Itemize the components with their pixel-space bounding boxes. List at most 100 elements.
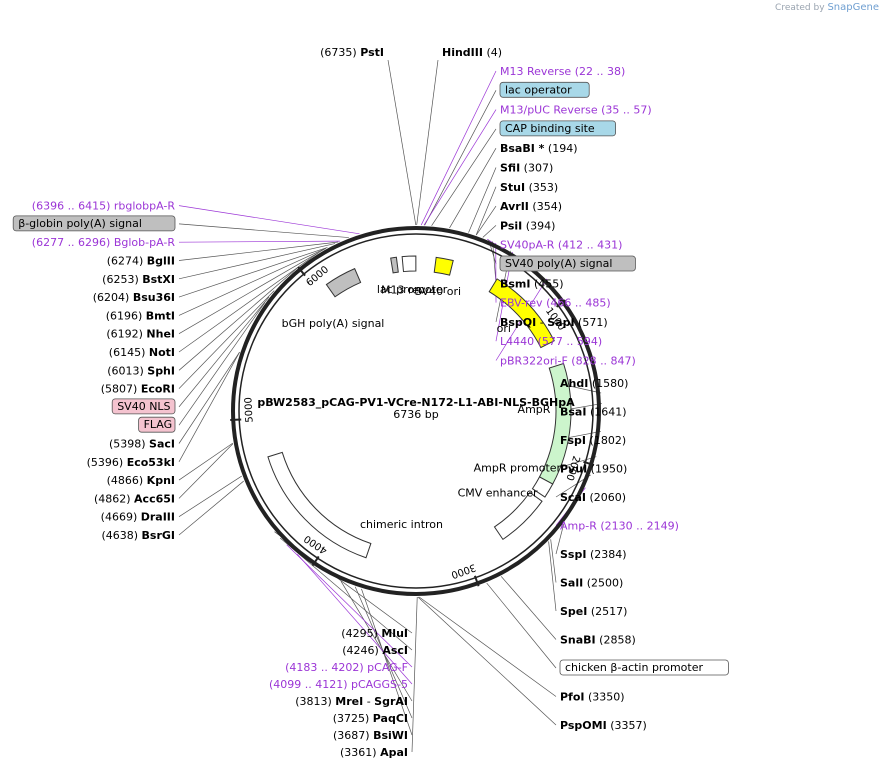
feature-lac-promoter[interactable]	[401, 255, 417, 273]
site-label[interactable]: (6253) BstXI	[102, 273, 175, 286]
site-name: SnaBI	[560, 634, 596, 647]
primer-label[interactable]: Amp-R (2130 .. 2149)	[560, 520, 679, 533]
site-label[interactable]: (6735) PstI	[320, 46, 384, 59]
feature-box-label: lac operator	[505, 83, 572, 96]
feature-bgh-poly-a-signal[interactable]	[325, 267, 362, 298]
site-label[interactable]: BsaBI * (194)	[500, 142, 578, 155]
site-label[interactable]: PsiI (394)	[500, 219, 555, 232]
site-position: (3687)	[333, 729, 370, 742]
site-name: PaqCI	[373, 712, 408, 725]
site-name: PspOMI	[560, 719, 607, 732]
feature-box[interactable]	[499, 120, 616, 137]
site-label[interactable]: (4862) Acc65I	[94, 492, 175, 505]
leader-line	[178, 252, 319, 353]
leader-line	[495, 278, 548, 361]
feature-cmv-enhancer[interactable]	[493, 491, 543, 541]
leader-line	[555, 523, 565, 555]
site-position: (1802)	[590, 434, 627, 447]
site-name: EBV-rev	[500, 297, 543, 310]
site-label[interactable]: ScaI (2060)	[560, 491, 626, 504]
site-label[interactable]: HindIII (4)	[442, 46, 502, 59]
site-label[interactable]: (5398) SacI	[109, 438, 175, 451]
primer-label[interactable]: (4099 .. 4121) pCAGGS-5	[269, 678, 408, 691]
feature-box[interactable]	[138, 416, 176, 433]
site-label[interactable]: (6145) NotI	[109, 346, 175, 359]
site-label[interactable]: (6274) BglII	[107, 255, 175, 268]
feature-box[interactable]	[499, 255, 636, 272]
feature-m13-rev[interactable]	[390, 256, 399, 274]
primer-label[interactable]: (4183 .. 4202) pCAG-F	[285, 661, 408, 674]
site-label[interactable]: (4638) BsrGI	[101, 529, 175, 542]
site-label[interactable]: (6196) BmtI	[106, 309, 175, 322]
primer-label[interactable]: (6396 .. 6415) rbglobpA-R	[32, 200, 176, 213]
site-position: (577 .. 594)	[538, 335, 603, 348]
site-label[interactable]: (4246) AscI	[342, 644, 408, 657]
site-label[interactable]: SnaBI (2858)	[560, 634, 636, 647]
site-label[interactable]: PfoI (3350)	[560, 691, 625, 704]
site-label[interactable]: StuI (353)	[500, 181, 558, 194]
site-name: BsaI	[560, 406, 586, 419]
feature-sv40-ori[interactable]	[433, 256, 454, 276]
leader-line	[178, 205, 360, 235]
site-label[interactable]: AhdI (1580)	[560, 377, 628, 390]
site-label[interactable]: BspQI - SapI (571)	[500, 316, 608, 329]
primer-label[interactable]: M13/pUC Reverse (35 .. 57)	[500, 104, 652, 117]
site-label[interactable]: (6204) Bsu36I	[93, 291, 175, 304]
leader-line	[417, 596, 557, 726]
site-label[interactable]: (4295) MluI	[341, 627, 408, 640]
site-label[interactable]: (6192) NheI	[106, 328, 175, 341]
site-name: M13 Reverse	[500, 65, 571, 78]
leader-line	[178, 443, 234, 499]
primer-label[interactable]: SV40pA-R (412 .. 431)	[500, 239, 622, 252]
site-label[interactable]: SfiI (307)	[500, 162, 553, 175]
leader-line	[178, 240, 341, 243]
feature-box[interactable]	[559, 659, 729, 676]
site-name: Acc65I	[134, 492, 175, 505]
feature-box-label: CAP binding site	[505, 122, 595, 135]
site-label[interactable]: SpeI (2517)	[560, 605, 627, 618]
feature-box[interactable]	[499, 81, 590, 98]
site-name: BsrGI	[142, 529, 175, 542]
primer-label[interactable]: M13 Reverse (22 .. 38)	[500, 65, 625, 78]
feature-label: AmpR	[518, 403, 551, 416]
site-name: Eco53kI	[127, 456, 175, 469]
site-position: (4866)	[107, 474, 144, 487]
site-label[interactable]: (5396) Eco53kI	[87, 456, 175, 469]
site-label[interactable]: PvuI (1950)	[560, 463, 627, 476]
primer-label[interactable]: (6277 .. 6296) Bglob-pA-R	[32, 236, 176, 249]
feature-box-label: chicken β-actin promoter	[565, 661, 703, 674]
site-label[interactable]: (3813) MreI - SgrAI	[295, 695, 408, 708]
primer-label[interactable]: EBV-rev (466 .. 485)	[500, 297, 611, 310]
site-position: (3350)	[588, 691, 625, 704]
backbone-outer	[231, 226, 601, 596]
feature-chimeric-intron[interactable]	[267, 451, 372, 559]
leader-line	[178, 248, 326, 335]
site-label[interactable]: SalI (2500)	[560, 577, 623, 590]
leader-line	[178, 247, 327, 316]
feature-box[interactable]	[111, 398, 176, 415]
site-label[interactable]: (6013) SphI	[107, 364, 175, 377]
leader-line	[178, 296, 270, 408]
site-position: (307)	[524, 162, 554, 175]
tick-mark	[297, 266, 306, 277]
site-label[interactable]: (3725) PaqCI	[333, 712, 408, 725]
feature-ori[interactable]	[488, 278, 555, 349]
site-label[interactable]: PspOMI (3357)	[560, 719, 647, 732]
site-position: (4638)	[101, 529, 138, 542]
site-label[interactable]: SspI (2384)	[560, 548, 627, 561]
primer-label[interactable]: pBR322ori-F (828 .. 847)	[500, 355, 636, 368]
feature-label: bGH poly(A) signal	[282, 317, 385, 330]
site-label[interactable]: FspI (1802)	[560, 434, 626, 447]
site-position: (35 .. 57)	[601, 104, 652, 117]
feature-ampr-promoter[interactable]	[531, 476, 554, 498]
site-label[interactable]: BsaI (1641)	[560, 406, 627, 419]
site-label[interactable]: (3687) BsiWI	[333, 729, 408, 742]
site-label[interactable]: (3361) ApaI	[340, 746, 408, 759]
site-label[interactable]: AvrII (354)	[500, 200, 562, 213]
site-label[interactable]: (5807) EcoRI	[101, 383, 175, 396]
site-label[interactable]: BsmI (455)	[500, 277, 564, 290]
feature-box[interactable]	[12, 215, 176, 232]
site-label[interactable]: (4669) DraIII	[101, 511, 175, 524]
site-label[interactable]: (4866) KpnI	[107, 474, 175, 487]
primer-label[interactable]: L4440 (577 .. 594)	[500, 335, 602, 348]
